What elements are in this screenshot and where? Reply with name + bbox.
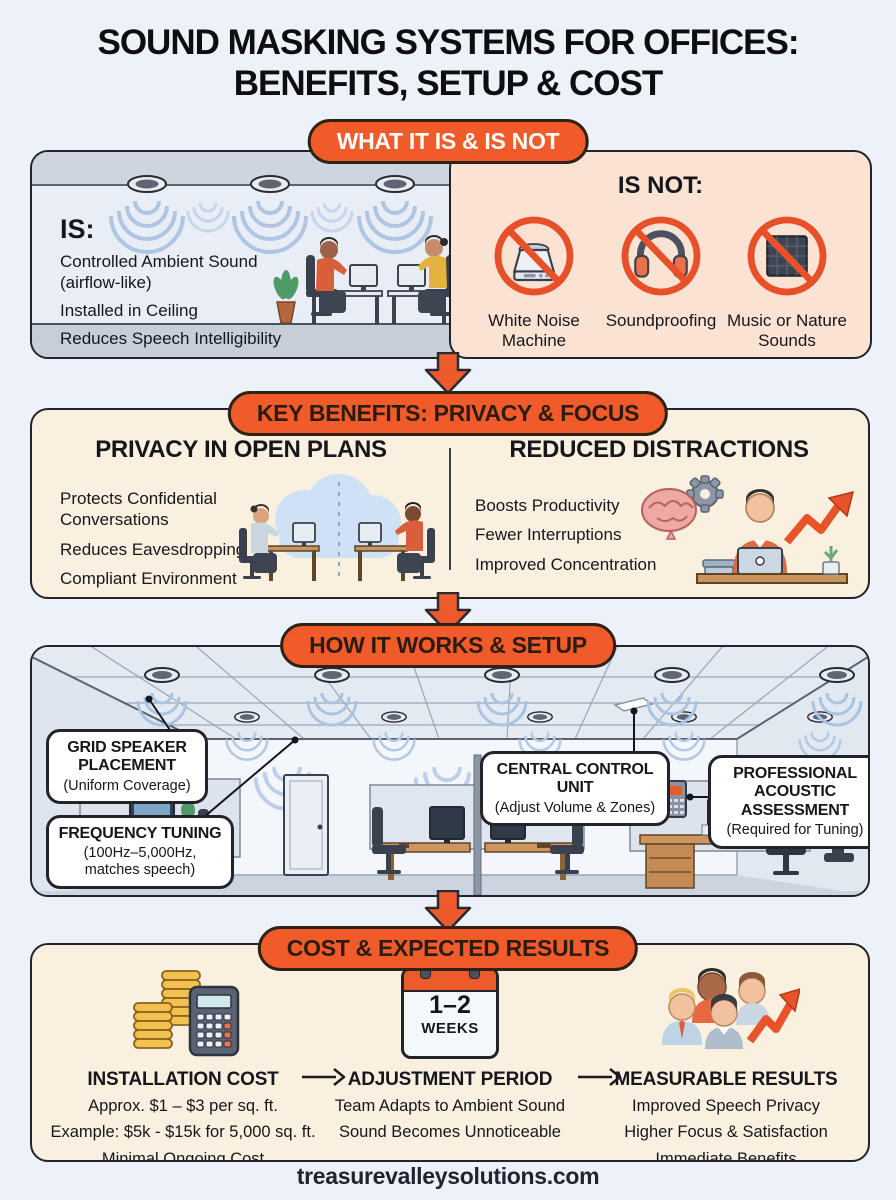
privacy-list: Protects Confidential Conversations Redu…	[60, 488, 250, 597]
calendar-duration: 1–2	[429, 991, 471, 1019]
distractions-list: Boosts Productivity Fewer Interruptions …	[475, 495, 675, 583]
step-line: Minimal Ongoing Cost	[101, 1149, 265, 1162]
step-title: ADJUSTMENT PERIOD	[347, 1069, 553, 1090]
step-line: Immediate Benefits	[655, 1149, 797, 1162]
callout-grid-speaker: GRID SPEAKER PLACEMENT (Uniform Coverage…	[46, 729, 208, 805]
privacy-cloud-illustration	[239, 474, 435, 581]
step-title: MEASURABLE RESULTS	[614, 1069, 838, 1090]
step-line: Approx. $1 – $3 per sq. ft.	[88, 1097, 278, 1115]
white-noise-machine-prohibited-icon	[494, 216, 574, 296]
is-item: Installed in Ceiling	[60, 300, 198, 320]
distractions-heading: REDUCED DISTRACTIONS	[509, 436, 809, 463]
distractions-item: Fewer Interruptions	[475, 525, 622, 545]
panel-how-it-works: GRID SPEAKER PLACEMENT (Uniform Coverage…	[30, 645, 870, 897]
step-installation-cost: INSTALLATION COST Approx. $1 – $3 per sq…	[40, 959, 326, 1162]
is-not-item-label: Music or Nature Sounds	[727, 311, 847, 351]
step-lines: Approx. $1 – $3 per sq. ft. Example: $5k…	[40, 1093, 326, 1162]
is-not-item-label: White Noise Machine	[488, 311, 580, 351]
is-list: Controlled Ambient Sound (airflow-like) …	[60, 252, 300, 357]
is-heading: IS:	[60, 214, 95, 244]
page-title: SOUND MASKING SYSTEMS FOR OFFICES: BENEF…	[0, 22, 896, 105]
step-line: Team Adapts to Ambient Sound	[334, 1097, 566, 1115]
panel-what-it-is-not: IS NOT: White Noise Machine Soundpr	[449, 150, 872, 359]
panel-what-it-is: IS: Controlled Ambient Sound (airflow-li…	[30, 150, 458, 359]
callout-frequency-tuning: FREQUENCY TUNING (100Hz–5,000Hz, matches…	[46, 815, 234, 889]
panel-key-benefits: PRIVACY IN OPEN PLANS Protects Confident…	[30, 408, 870, 599]
coins-calculator-icon	[133, 970, 240, 1057]
is-not-item-label: Soundproofing	[605, 311, 717, 330]
callout-title: FREQUENCY TUNING	[58, 825, 222, 842]
panel-cost-results: INSTALLATION COST Approx. $1 – $3 per sq…	[30, 943, 870, 1162]
callout-central-control: CENTRAL CONTROL UNIT (Adjust Volume & Zo…	[480, 751, 670, 827]
callout-title: PROFESSIONAL ACOUSTIC ASSESSMENT	[733, 765, 857, 819]
section-connector-arrow	[424, 352, 472, 395]
step-connector-arrow	[578, 1068, 622, 1086]
step-title: INSTALLATION COST	[87, 1069, 279, 1090]
step-lines: Team Adapts to Ambient Sound Sound Becom…	[326, 1093, 574, 1146]
calendar-duration-unit: WEEKS	[421, 1019, 479, 1037]
is-not-item: Music or Nature Sounds	[722, 210, 852, 352]
callout-title: CENTRAL CONTROL UNIT	[496, 761, 654, 797]
calendar-header	[404, 970, 496, 992]
privacy-item: Compliant Environment	[60, 568, 237, 588]
section-badge-what-it-is: WHAT IT IS & IS NOT	[307, 119, 589, 164]
section-badge-key-benefits: KEY BENEFITS: PRIVACY & FOCUS	[227, 391, 669, 436]
section-badge-cost-results: COST & EXPECTED RESULTS	[257, 926, 639, 971]
step-line: Improved Speech Privacy	[631, 1097, 820, 1115]
callout-acoustic-assessment: PROFESSIONAL ACOUSTIC ASSESSMENT (Requir…	[708, 755, 868, 849]
step-measurable-results: MEASURABLE RESULTS Improved Speech Priva…	[592, 959, 860, 1162]
is-item: Reduces Speech Intelligibility	[60, 328, 282, 348]
callout-note: (100Hz–5,000Hz, matches speech)	[83, 845, 197, 879]
footer-website: treasurevalleysolutions.com	[296, 1163, 600, 1189]
section-connector-arrow	[424, 890, 472, 933]
privacy-item: Reduces Eavesdropping	[60, 539, 246, 559]
focus-productivity-illustration	[641, 475, 855, 584]
column-divider	[449, 448, 451, 570]
callout-note: (Uniform Coverage)	[63, 777, 191, 794]
step-line: Example: $5k - $15k for 5,000 sq. ft.	[50, 1123, 316, 1142]
step-line: Sound Becomes Unnoticeable	[339, 1123, 561, 1142]
callout-title: GRID SPEAKER PLACEMENT	[67, 739, 187, 775]
step-connector-arrow	[302, 1068, 346, 1086]
distractions-item: Improved Concentration	[475, 554, 657, 574]
step-line: Higher Focus & Satisfaction	[624, 1123, 828, 1142]
team-growth-icon	[662, 968, 800, 1049]
page-title-line1: SOUND MASKING SYSTEMS FOR OFFICES:	[97, 23, 799, 62]
is-not-item: Soundproofing	[596, 210, 726, 331]
callout-note: (Adjust Volume & Zones)	[494, 799, 656, 816]
calendar-icon: 1–2 WEEKS	[401, 960, 499, 1059]
acoustic-foam-prohibited-icon	[747, 216, 827, 296]
step-lines: Improved Speech Privacy Higher Focus & S…	[592, 1093, 860, 1162]
section-badge-how-it-works: HOW IT WORKS & SETUP	[280, 623, 616, 668]
page-title-line2: BENEFITS, SETUP & COST	[233, 64, 664, 104]
section-connector-arrow	[424, 592, 472, 635]
callout-note: (Required for Tuning)	[726, 822, 864, 839]
privacy-heading: PRIVACY IN OPEN PLANS	[95, 436, 387, 463]
is-not-item: White Noise Machine	[469, 210, 599, 352]
is-item: Controlled Ambient Sound (airflow-like)	[60, 252, 258, 292]
step-adjustment-period: 1–2 WEEKS ADJUSTMENT PERIOD Team Adapts …	[326, 959, 574, 1146]
distractions-item: Boosts Productivity	[475, 496, 620, 515]
privacy-item: Protects Confidential Conversations	[60, 489, 217, 530]
headphones-prohibited-icon	[621, 216, 701, 296]
is-not-heading: IS NOT:	[617, 172, 704, 199]
